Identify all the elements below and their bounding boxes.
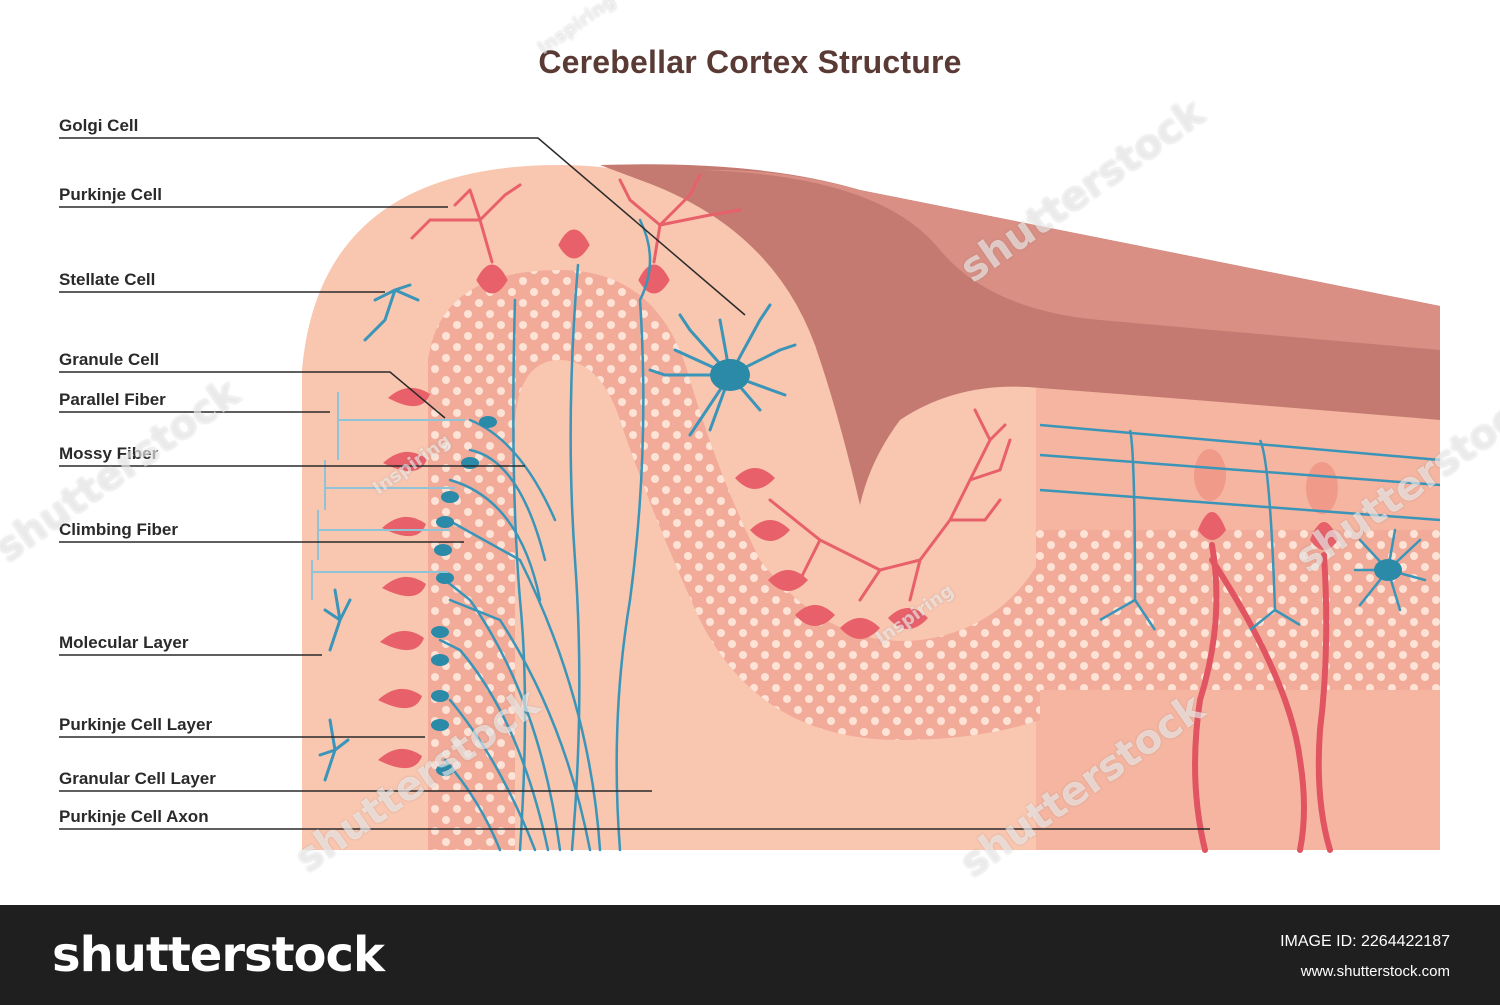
purkinje-cells-side: [1194, 449, 1338, 550]
label-golgi-cell: Golgi Cell: [59, 116, 139, 135]
leader-lines: [59, 137, 1210, 830]
parallel-fibers: [311, 392, 465, 600]
granule-cell-bodies: [431, 416, 497, 776]
label-mossy-fiber: Mossy Fiber: [59, 444, 159, 463]
purkinje-cells-fold: [735, 468, 928, 639]
golgi-cell-side: [1353, 528, 1427, 612]
label-parallel-fiber: Parallel Fiber: [59, 390, 166, 409]
label-climbing-fiber: Climbing Fiber: [59, 520, 178, 539]
golgi-cell: [648, 303, 797, 437]
purkinje-dendrite-fold: [768, 408, 1012, 602]
diagram-area: Cerebellar Cortex Structure Golgi Cell P…: [0, 0, 1500, 887]
label-stellate-cell: Stellate Cell: [59, 270, 156, 289]
site-url: www.shutterstock.com: [1300, 963, 1450, 980]
label-purkinje-cell-axon: Purkinje Cell Axon: [59, 807, 209, 826]
image-id-text: IMAGE ID: 2264422187: [1280, 933, 1450, 950]
brand-logo: shutterstock: [52, 927, 385, 983]
tissue-surface: [600, 164, 1440, 506]
side-parallel-fibers: [1039, 423, 1441, 631]
purkinje-axons-side: [1192, 542, 1333, 853]
stock-footer: shutterstock IMAGE ID: 2264422187 www.sh…: [0, 905, 1500, 1005]
label-purkinje-cell: Purkinje Cell: [59, 185, 162, 204]
mossy-fibers: [438, 218, 652, 852]
label-granule-cell: Granule Cell: [59, 350, 160, 369]
stellate-cells: [318, 283, 420, 782]
cerebellum-illustration: [59, 137, 1441, 853]
label-granular-cell-layer: Granular Cell Layer: [59, 769, 216, 788]
purkinje-cells-top: [410, 173, 742, 294]
diagram-title: Cerebellar Cortex Structure: [538, 44, 962, 80]
label-molecular-layer: Molecular Layer: [59, 633, 189, 652]
golgi-cell-body: [710, 359, 750, 391]
label-purkinje-cell-layer: Purkinje Cell Layer: [59, 715, 213, 734]
tissue-surface-light: [700, 169, 1440, 350]
